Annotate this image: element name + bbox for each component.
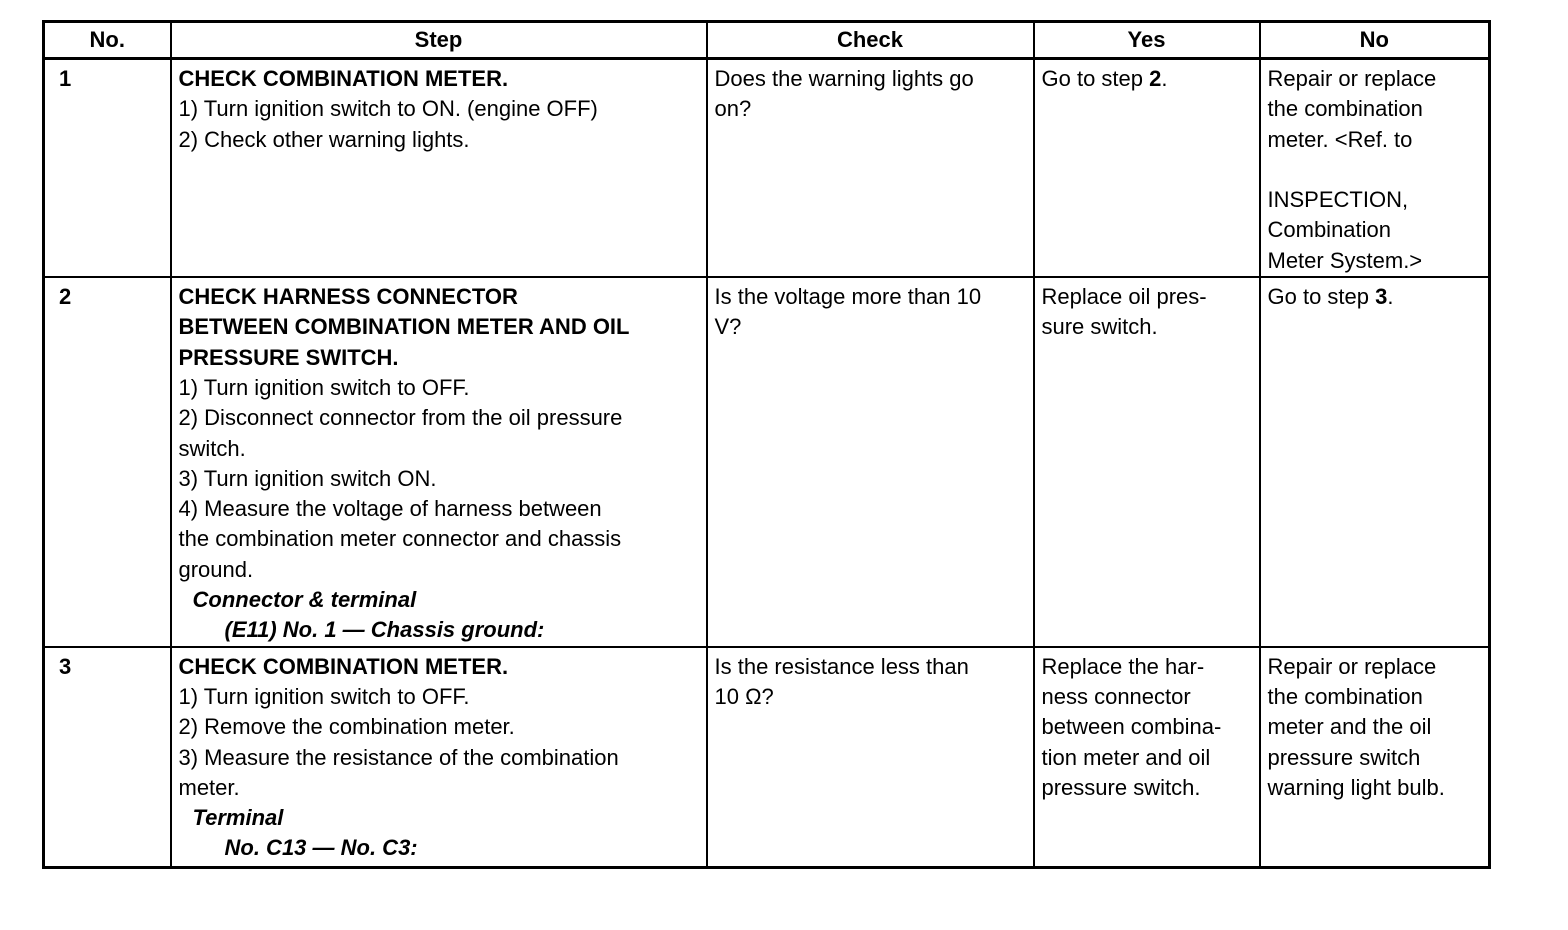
- no-text-suffix: .: [1387, 284, 1394, 310]
- spec-value: No. C13 — No. C3:: [224, 835, 418, 861]
- step-instruction: 1) Turn ignition switch to OFF.: [178, 683, 470, 709]
- header-no: No.: [42, 20, 172, 60]
- no-text: the combination: [1267, 96, 1423, 122]
- step-title: CHECK COMBINATION METER.: [178, 653, 509, 679]
- check-text: Does the warning lights go: [714, 66, 974, 91]
- no-text: meter. <Ref. to: [1267, 126, 1413, 152]
- no-text: Combination: [1267, 217, 1392, 243]
- diagnostic-table: No. Step Check Yes No 1 CHECK COMBINATIO…: [42, 20, 1491, 869]
- step-number: 1: [42, 57, 172, 279]
- no-text: Repair or replace: [1267, 653, 1437, 679]
- yes-step-ref: 2: [1149, 66, 1162, 91]
- yes-text: between combina-: [1041, 714, 1222, 740]
- table-header-row: No. Step Check Yes No: [42, 20, 1491, 60]
- no-text: Meter System.>: [1267, 247, 1423, 273]
- step-cell: CHECK COMBINATION METER. 1) Turn ignitio…: [169, 57, 708, 279]
- yes-text: ness connector: [1041, 683, 1191, 709]
- no-text: the combination: [1267, 683, 1423, 709]
- yes-text: Replace oil pres-: [1041, 284, 1207, 310]
- step-instruction: ground.: [178, 556, 254, 582]
- spec-label: Terminal: [192, 805, 284, 831]
- check-text: Is the voltage more than 10: [714, 284, 982, 310]
- no-cell: Go to step 3.: [1258, 276, 1491, 648]
- step-instruction: 2) Disconnect connector from the oil pre…: [178, 405, 623, 431]
- step-instruction: meter.: [178, 774, 240, 800]
- step-title: BETWEEN COMBINATION METER AND OIL: [178, 314, 630, 340]
- step-title: PRESSURE SWITCH.: [178, 344, 399, 370]
- no-text: warning light bulb.: [1267, 774, 1445, 800]
- table-row: 1 CHECK COMBINATION METER. 1) Turn ignit…: [42, 57, 1491, 279]
- step-title: CHECK HARNESS CONNECTOR: [178, 284, 518, 310]
- no-text: INSPECTION,: [1267, 187, 1409, 213]
- check-text: on?: [714, 96, 752, 122]
- table-row: 2 CHECK HARNESS CONNECTOR BETWEEN COMBIN…: [42, 276, 1491, 648]
- check-text: Is the resistance less than: [714, 653, 969, 679]
- yes-text-suffix: .: [1161, 66, 1168, 91]
- yes-text: tion meter and oil: [1041, 744, 1211, 770]
- no-step-ref: 3: [1375, 284, 1388, 310]
- step-instruction: 1) Turn ignition switch to OFF.: [178, 374, 470, 400]
- header-check: Check: [705, 20, 1035, 60]
- no-text: meter and the oil: [1267, 714, 1432, 740]
- step-instruction: 2) Remove the combination meter.: [178, 714, 515, 740]
- step-number: 3: [42, 645, 172, 869]
- step-instruction: 2) Check other warning lights.: [178, 126, 470, 152]
- yes-cell: Replace oil pres- sure switch.: [1032, 276, 1261, 648]
- check-cell: Is the voltage more than 10 V?: [705, 276, 1035, 648]
- step-instruction: switch.: [178, 435, 246, 461]
- header-step: Step: [169, 20, 708, 60]
- step-instruction: the combination meter connector and chas…: [178, 526, 622, 552]
- yes-text: Go to step: [1041, 66, 1150, 91]
- step-instruction: 3) Turn ignition switch ON.: [178, 465, 437, 491]
- no-cell: Repair or replace the combination meter …: [1258, 645, 1491, 869]
- header-yes: Yes: [1032, 20, 1261, 60]
- spacer: [1268, 155, 1483, 185]
- step-instruction: 3) Measure the resistance of the combina…: [178, 744, 619, 770]
- spec-label: Connector & terminal: [192, 587, 417, 613]
- check-text: 10 Ω?: [714, 683, 774, 709]
- check-cell: Does the warning lights go on?: [705, 57, 1035, 279]
- table-row: 3 CHECK COMBINATION METER. 1) Turn ignit…: [42, 645, 1491, 869]
- step-cell: CHECK HARNESS CONNECTOR BETWEEN COMBINAT…: [169, 276, 708, 648]
- yes-cell: Replace the har- ness connector between …: [1032, 645, 1261, 869]
- spec-value: (E11) No. 1 — Chassis ground:: [224, 617, 545, 643]
- header-no-result: No: [1258, 20, 1491, 60]
- step-title: CHECK COMBINATION METER.: [178, 66, 509, 91]
- check-cell: Is the resistance less than 10 Ω?: [705, 645, 1035, 869]
- no-text: Go to step: [1267, 284, 1376, 310]
- no-text: Repair or replace: [1267, 66, 1437, 91]
- yes-text: sure switch.: [1041, 314, 1158, 340]
- step-cell: CHECK COMBINATION METER. 1) Turn ignitio…: [169, 645, 708, 869]
- yes-text: Replace the har-: [1041, 653, 1205, 679]
- no-text: pressure switch: [1267, 744, 1421, 770]
- no-cell: Repair or replace the combination meter.…: [1258, 57, 1491, 279]
- yes-text: pressure switch.: [1041, 774, 1201, 800]
- check-text: V?: [714, 314, 742, 340]
- step-number: 2: [42, 276, 172, 648]
- step-instruction: 4) Measure the voltage of harness betwee…: [178, 496, 602, 522]
- yes-cell: Go to step 2.: [1032, 57, 1261, 279]
- step-instruction: 1) Turn ignition switch to ON. (engine O…: [178, 96, 598, 122]
